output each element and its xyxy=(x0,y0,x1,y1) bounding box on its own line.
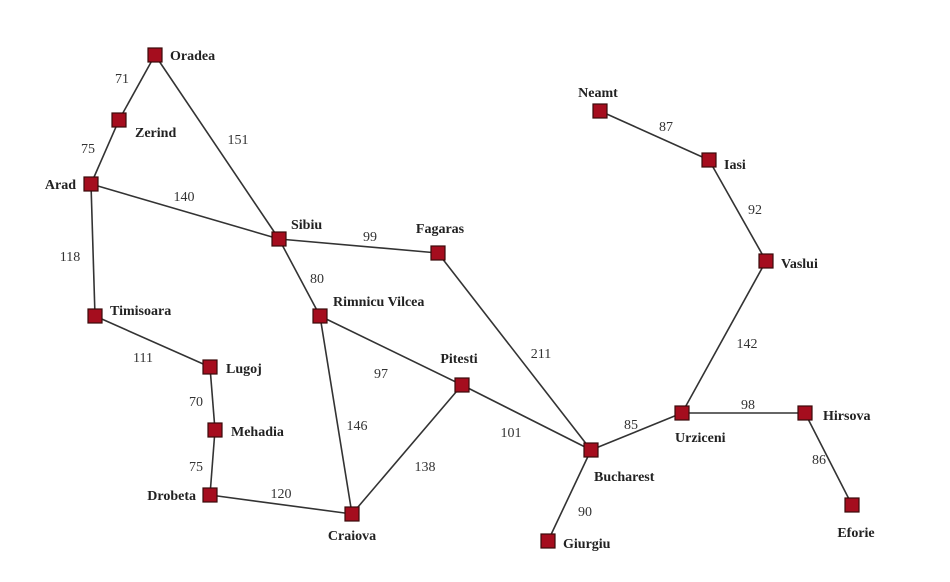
road-iasi-neamt xyxy=(599,110,710,161)
city-node-zerind[interactable] xyxy=(111,112,127,128)
road-distance-label: 142 xyxy=(737,337,758,352)
road-distance-label: 71 xyxy=(115,72,129,87)
city-label-sibiu: Sibiu xyxy=(291,218,322,233)
road-distance-label: 118 xyxy=(60,250,80,265)
city-node-timisoara[interactable] xyxy=(87,308,103,324)
city-node-sibiu[interactable] xyxy=(271,231,287,247)
road-distance-label: 97 xyxy=(374,367,388,382)
road-distance-label: 99 xyxy=(363,230,377,245)
road-distance-label: 151 xyxy=(228,133,249,148)
city-node-fagaras[interactable] xyxy=(430,245,446,261)
city-label-lugoj: Lugoj xyxy=(226,362,262,377)
road-vaslui-iasi xyxy=(708,159,767,262)
road-distance-label: 80 xyxy=(310,272,324,287)
city-node-lugoj[interactable] xyxy=(202,359,218,375)
city-label-pitesti: Pitesti xyxy=(440,352,477,367)
road-distance-label: 90 xyxy=(578,505,592,520)
road-distance-label: 211 xyxy=(531,347,551,362)
city-node-mehadia[interactable] xyxy=(207,422,223,438)
road-pitesti-bucharest xyxy=(461,384,592,451)
road-distance-label: 146 xyxy=(347,419,368,434)
road-distance-label: 111 xyxy=(133,351,153,366)
road-mehadia-drobeta xyxy=(209,429,216,496)
road-sibiu-rimnicu xyxy=(278,238,321,317)
road-fagaras-bucharest xyxy=(437,252,592,451)
road-distance-label: 75 xyxy=(81,142,95,157)
city-node-arad[interactable] xyxy=(83,176,99,192)
road-distance-label: 86 xyxy=(812,453,826,468)
road-arad-timisoara xyxy=(90,183,96,317)
road-distance-label: 138 xyxy=(415,460,436,475)
city-label-eforie: Eforie xyxy=(837,526,874,541)
city-label-craiova: Craiova xyxy=(328,529,376,544)
city-label-neamt: Neamt xyxy=(578,86,618,101)
road-distance-label: 140 xyxy=(174,190,195,205)
road-lugoj-mehadia xyxy=(209,366,216,431)
road-sibiu-fagaras xyxy=(278,238,439,254)
road-distance-label: 85 xyxy=(624,418,638,433)
road-zerind-arad xyxy=(90,119,120,185)
city-node-drobeta[interactable] xyxy=(202,487,218,503)
city-label-mehadia: Mehadia xyxy=(231,425,284,440)
city-label-vaslui: Vaslui xyxy=(781,257,818,272)
road-oradea-sibiu xyxy=(154,54,280,240)
road-distance-label: 70 xyxy=(189,395,203,410)
city-node-pitesti[interactable] xyxy=(454,377,470,393)
city-node-iasi[interactable] xyxy=(701,152,717,168)
city-node-urziceni[interactable] xyxy=(674,405,690,421)
city-node-hirsova[interactable] xyxy=(797,405,813,421)
city-label-oradea: Oradea xyxy=(170,49,215,64)
road-distance-label: 87 xyxy=(659,120,673,135)
city-node-eforie[interactable] xyxy=(844,497,860,513)
road-distance-label: 120 xyxy=(271,487,292,502)
city-label-arad: Arad xyxy=(45,178,76,193)
city-node-oradea[interactable] xyxy=(147,47,163,63)
city-label-iasi: Iasi xyxy=(724,158,746,173)
city-node-rimnicu[interactable] xyxy=(312,308,328,324)
city-label-zerind: Zerind xyxy=(135,126,176,141)
city-node-giurgiu[interactable] xyxy=(540,533,556,549)
road-rimnicu-pitesti xyxy=(319,315,463,386)
city-label-giurgiu: Giurgiu xyxy=(563,537,611,552)
road-distance-label: 98 xyxy=(741,398,755,413)
road-drobeta-craiova xyxy=(209,494,353,515)
road-urziceni-vaslui xyxy=(681,260,767,414)
road-hirsova-eforie xyxy=(804,412,853,506)
road-timisoara-lugoj xyxy=(94,315,211,368)
city-node-vaslui[interactable] xyxy=(758,253,774,269)
city-label-rimnicu: Rimnicu Vilcea xyxy=(333,295,424,310)
city-label-urziceni: Urziceni xyxy=(675,431,726,446)
city-label-hirsova: Hirsova xyxy=(823,409,870,424)
road-bucharest-urziceni xyxy=(590,412,683,451)
city-node-craiova[interactable] xyxy=(344,506,360,522)
city-node-bucharest[interactable] xyxy=(583,442,599,458)
city-label-drobeta: Drobeta xyxy=(147,489,196,504)
road-rimnicu-craiova xyxy=(319,315,353,515)
road-oradea-zerind xyxy=(118,54,156,121)
road-distance-label: 92 xyxy=(748,203,762,218)
city-label-timisoara: Timisoara xyxy=(110,304,171,319)
road-distance-label: 101 xyxy=(501,426,522,441)
road-distance-label: 75 xyxy=(189,460,203,475)
road-craiova-pitesti xyxy=(351,384,463,515)
city-label-fagaras: Fagaras xyxy=(416,222,465,237)
road-bucharest-giurgiu xyxy=(547,449,592,542)
city-label-bucharest: Bucharest xyxy=(594,470,655,485)
city-node-neamt[interactable] xyxy=(592,103,608,119)
road-arad-sibiu xyxy=(90,183,280,240)
